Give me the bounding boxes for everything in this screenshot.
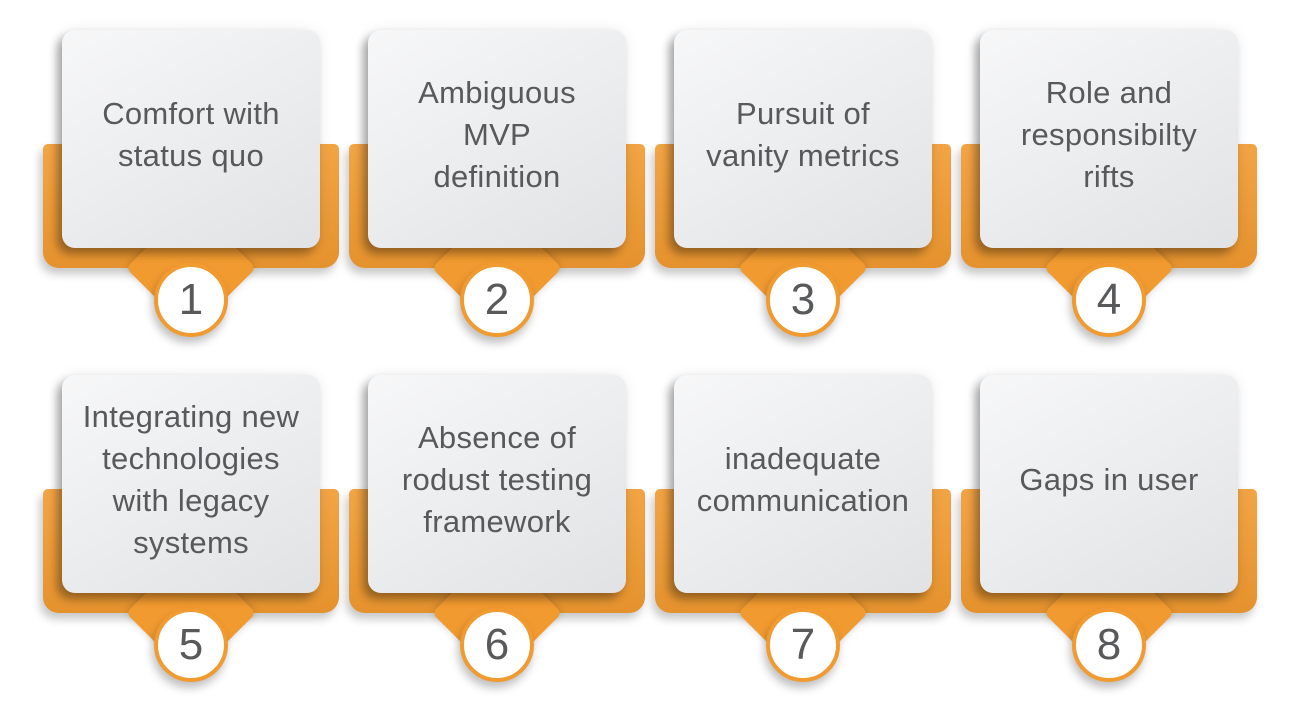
step-card-6: Absence of rodust testing framework 6 <box>349 375 645 687</box>
step-card-4: Role and responsibilty rifts 4 <box>961 30 1257 342</box>
step-number: 8 <box>1096 620 1122 669</box>
step-number-badge: 8 <box>1072 608 1146 682</box>
step-card-2: Ambiguous MVP definition 2 <box>349 30 645 342</box>
card-label: Gaps in user <box>1019 461 1199 497</box>
card-label-area: Integrating new technologies with legacy… <box>70 399 312 560</box>
card-label-area: Role and responsibilty rifts <box>988 58 1230 212</box>
step-number-badge: 4 <box>1072 263 1146 337</box>
card-label: Role and responsibilty rifts <box>1020 74 1198 195</box>
step-card-1: Comfort with status quo 1 <box>43 30 339 342</box>
cards-row-bottom: Integrating new technologies with legacy… <box>0 375 1300 687</box>
step-card-7: inadequate communication 7 <box>655 375 951 687</box>
card-label-area: Pursuit of vanity metrics <box>682 58 924 212</box>
step-card-3: Pursuit of vanity metrics 3 <box>655 30 951 342</box>
step-number-badge: 3 <box>766 263 840 337</box>
card-panel: Ambiguous MVP definition <box>368 30 626 248</box>
step-number: 6 <box>484 620 510 669</box>
step-number: 3 <box>790 275 816 324</box>
step-number: 1 <box>178 275 204 324</box>
card-label-area: Comfort with status quo <box>70 58 312 212</box>
card-label-area: inadequate communication <box>682 403 924 557</box>
step-card-5: Integrating new technologies with legacy… <box>43 375 339 687</box>
card-label: Pursuit of vanity metrics <box>706 95 900 173</box>
card-label: Comfort with status quo <box>102 95 280 173</box>
card-panel: Comfort with status quo <box>62 30 320 248</box>
card-panel: Pursuit of vanity metrics <box>674 30 932 248</box>
card-label: Ambiguous MVP definition <box>418 74 576 195</box>
card-label: Absence of rodust testing framework <box>401 419 593 540</box>
card-panel: Role and responsibilty rifts <box>980 30 1238 248</box>
step-number-badge: 2 <box>460 263 534 337</box>
step-number: 2 <box>484 275 510 324</box>
card-panel: Gaps in user <box>980 375 1238 593</box>
step-number: 5 <box>178 620 204 669</box>
card-panel: Integrating new technologies with legacy… <box>62 375 320 593</box>
card-label: inadequate communication <box>696 440 910 518</box>
card-panel: inadequate communication <box>674 375 932 593</box>
cards-row-top: Comfort with status quo 1 Ambiguous MVP … <box>0 30 1300 342</box>
step-number: 4 <box>1096 275 1122 324</box>
step-number-badge: 1 <box>154 263 228 337</box>
step-number-badge: 6 <box>460 608 534 682</box>
card-label-area: Absence of rodust testing framework <box>376 403 618 557</box>
step-number-badge: 5 <box>154 608 228 682</box>
step-number-badge: 7 <box>766 608 840 682</box>
card-label: Integrating new technologies with legacy… <box>82 398 300 561</box>
card-panel: Absence of rodust testing framework <box>368 375 626 593</box>
card-label-area: Gaps in user <box>988 403 1230 557</box>
step-card-8: Gaps in user 8 <box>961 375 1257 687</box>
step-number: 7 <box>790 620 816 669</box>
card-label-area: Ambiguous MVP definition <box>376 58 618 212</box>
